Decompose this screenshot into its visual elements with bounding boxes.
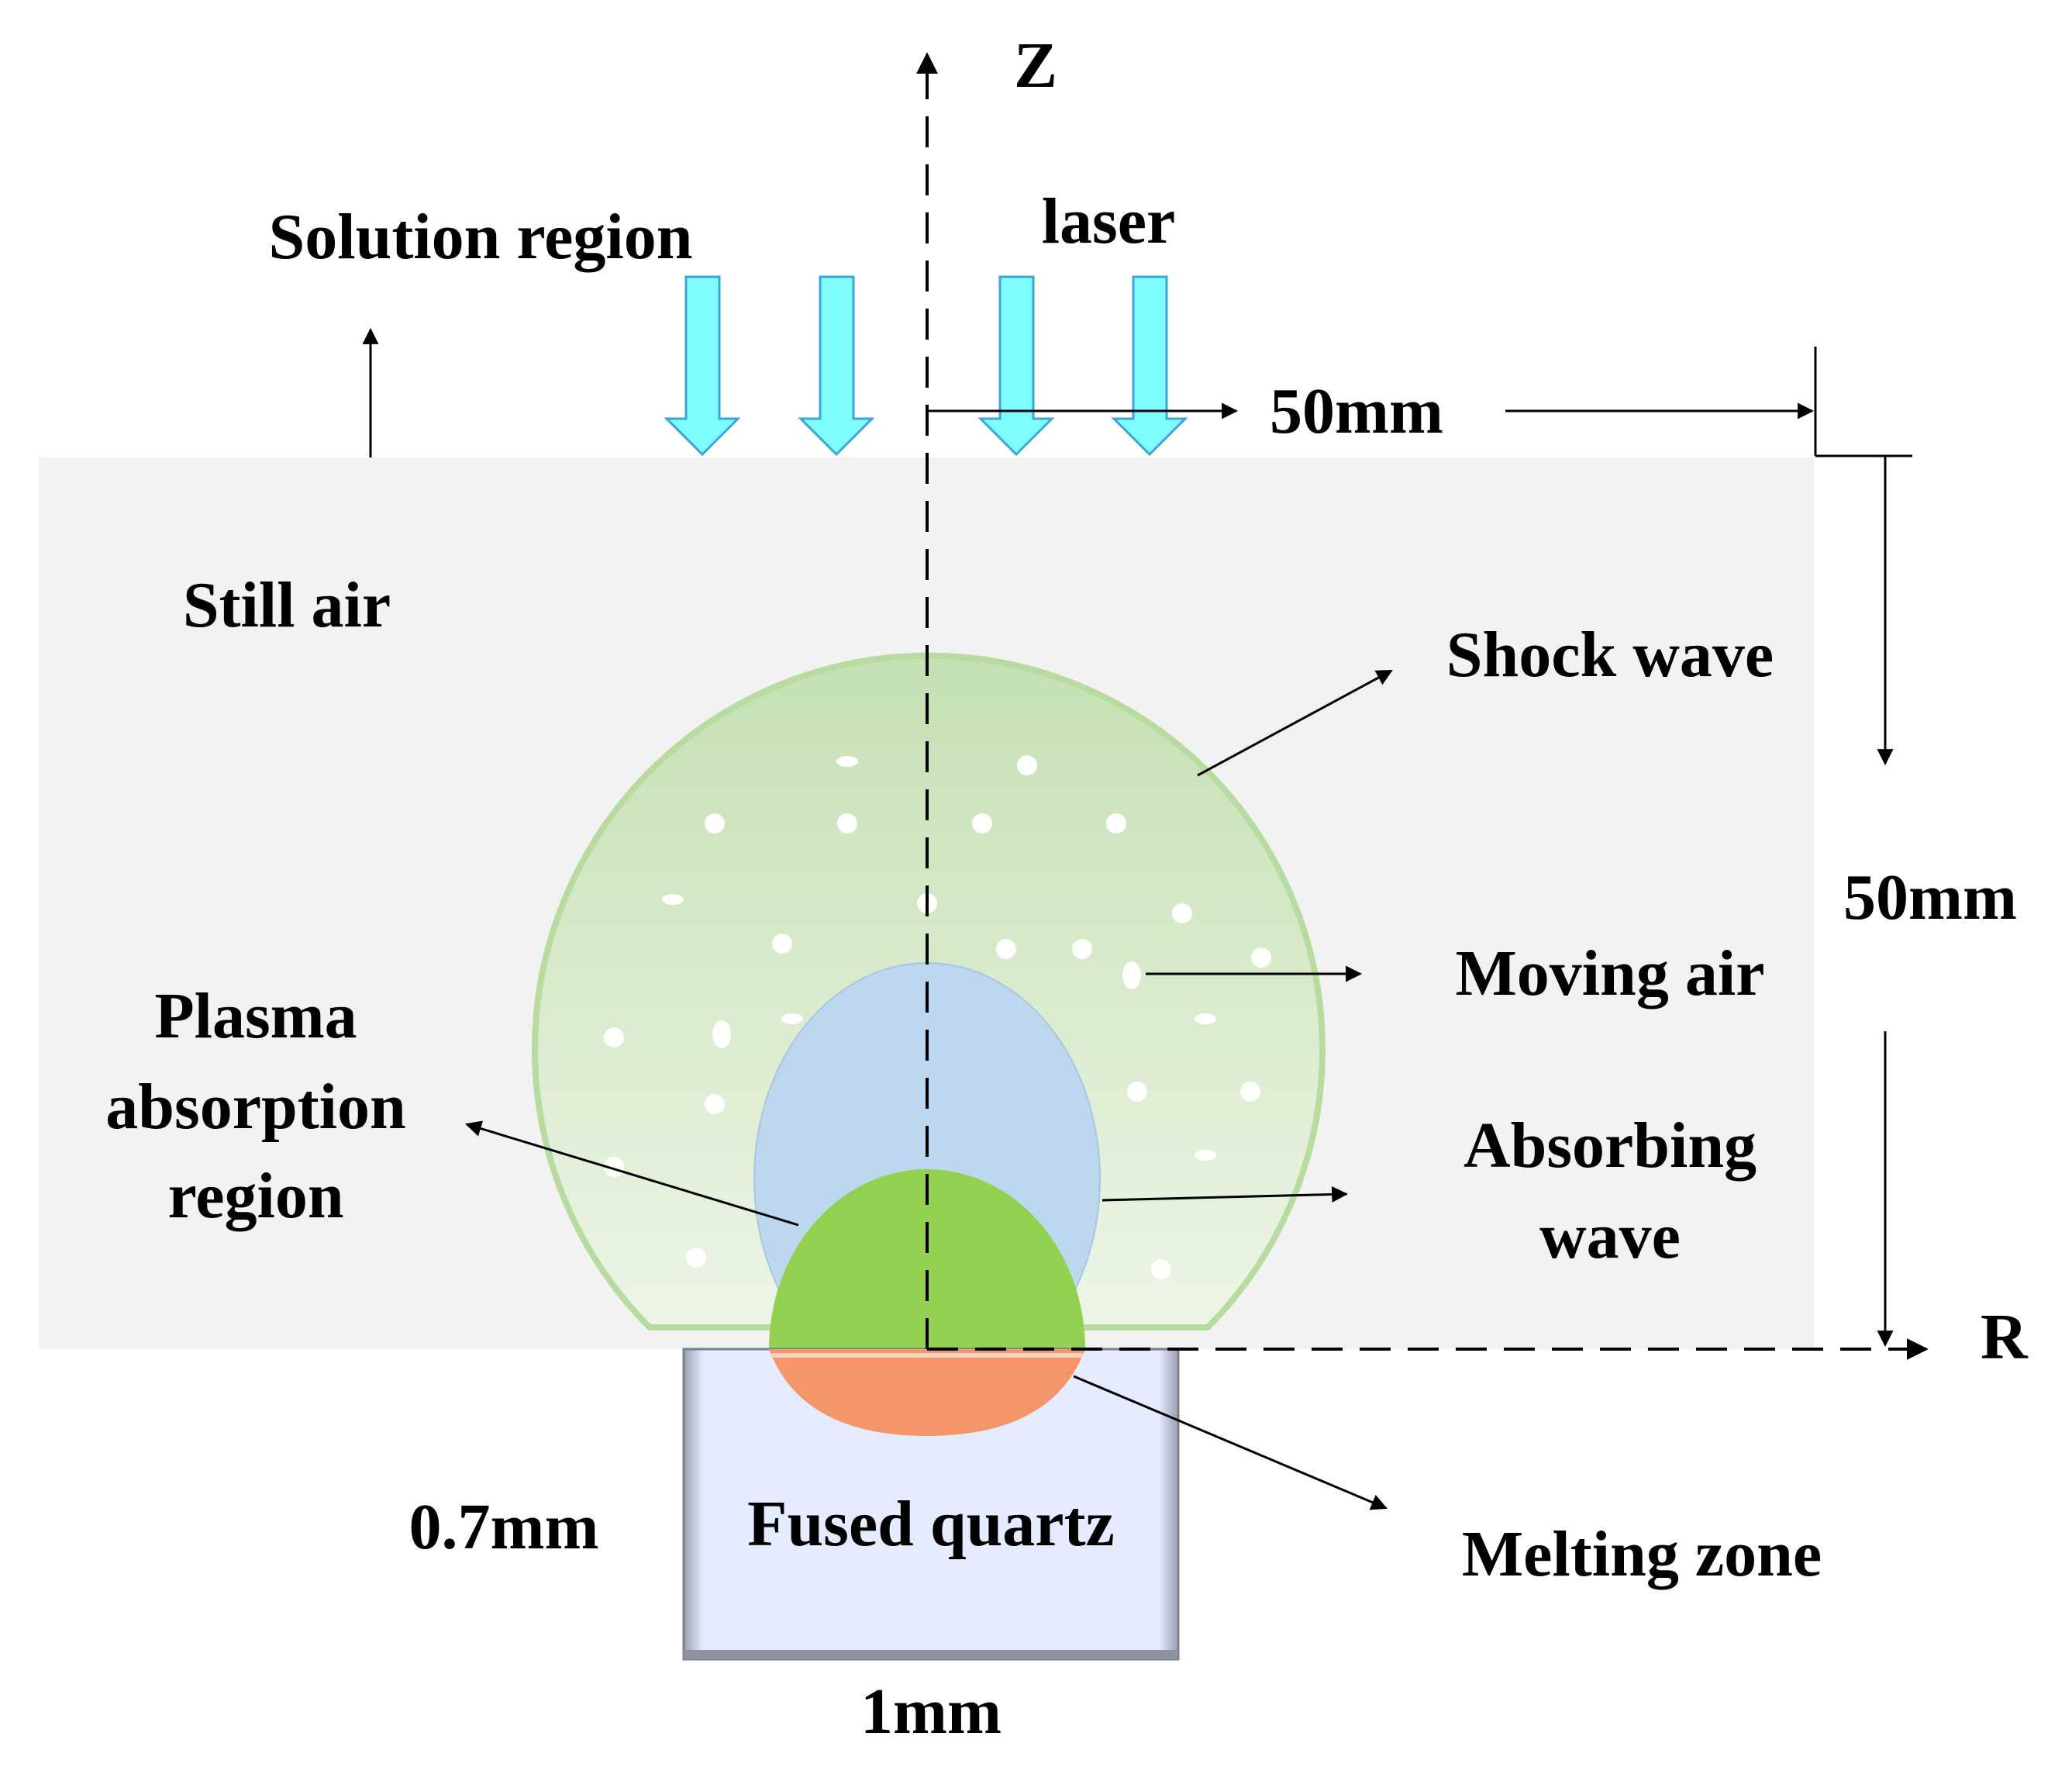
shock-wave-label: Shock wave — [1446, 619, 1774, 691]
plasma-callout — [464, 1120, 799, 1227]
laser-arrow-3 — [977, 275, 1055, 457]
still-air-label: Still air — [183, 569, 391, 641]
quartz-height-label: 0.7mm — [409, 1491, 599, 1563]
melting-zone — [769, 1349, 1085, 1436]
shock-wave-callout — [1197, 669, 1393, 777]
absorbing-wave-label-line2: wave — [1539, 1200, 1681, 1272]
absorbing-wave-callout — [1102, 1186, 1349, 1203]
plasma-label-line3: region — [167, 1160, 343, 1232]
quartz-width-label: 1mm — [860, 1676, 1002, 1748]
laser-arrow-4 — [1111, 275, 1188, 457]
plasma-label-line1: Plasma — [154, 980, 357, 1052]
laser-label: laser — [1042, 185, 1176, 257]
absorbing-wave-label-line1: Absorbing — [1464, 1110, 1757, 1182]
height-dimension-label: 50mm — [1843, 861, 2017, 934]
solution-region-label: Solution region — [269, 201, 693, 273]
plasma-label-line2: absorption — [105, 1071, 405, 1143]
r-axis-label: R — [1981, 1301, 2029, 1373]
width-dimension-label: 50mm — [1270, 375, 1443, 447]
z-axis-label: Z — [1014, 29, 1057, 102]
melting-zone-label: Melting zone — [1462, 1518, 1822, 1590]
moving-air-label: Moving air — [1456, 937, 1765, 1010]
melting-zone-callout — [1073, 1375, 1388, 1510]
fused-quartz-label: Fused quartz — [747, 1488, 1115, 1560]
plasma-region — [769, 1169, 1085, 1349]
moving-air-particles — [604, 755, 1271, 1279]
laser-arrows — [664, 275, 1188, 457]
quartz-bottom-shade — [684, 1650, 1178, 1659]
laser-arrow-1 — [664, 275, 741, 457]
laser-arrow-2 — [798, 275, 875, 457]
